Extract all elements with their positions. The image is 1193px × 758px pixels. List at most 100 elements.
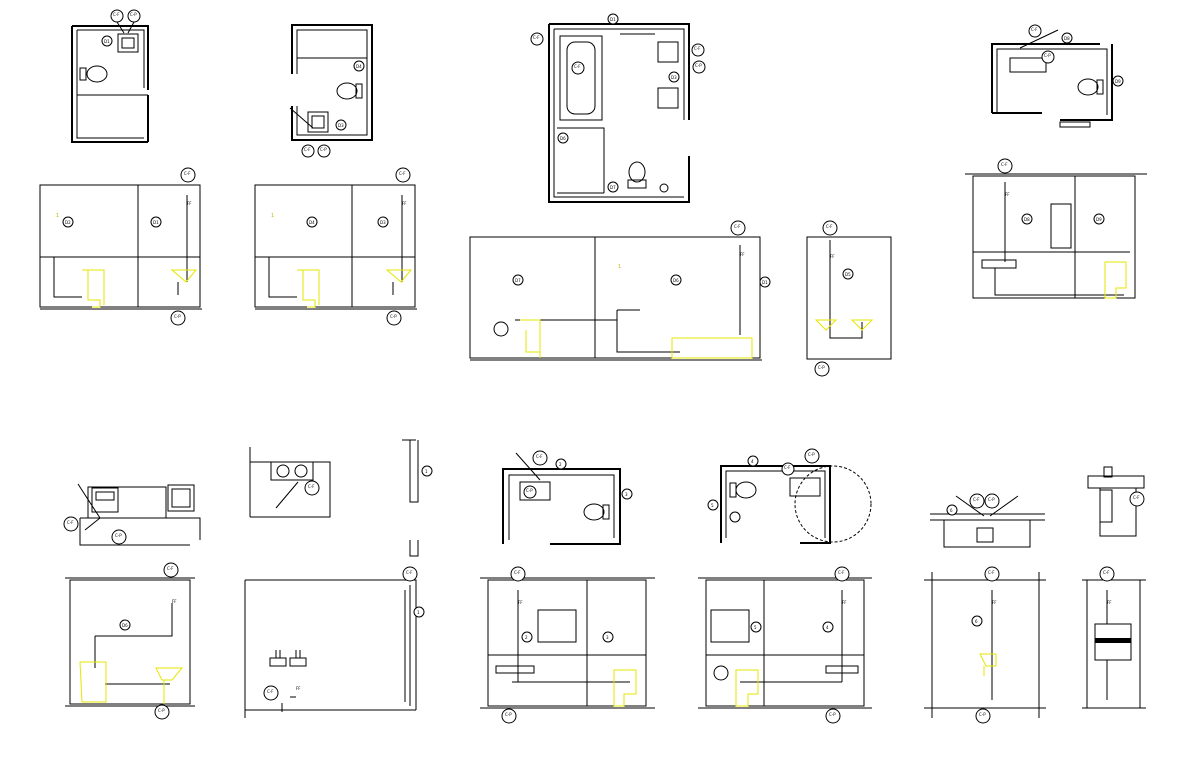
bubble-d1-a: D1 (101, 35, 113, 47)
bubble-label: D6 (560, 136, 566, 141)
bubble-label: C-F (113, 12, 120, 17)
washbasin-icon (307, 111, 329, 133)
bubble-label: C-F (694, 46, 701, 51)
ff-label: FF (1005, 192, 1010, 197)
bubble-label: D6 (673, 278, 679, 283)
bubble-label: 1 (417, 610, 420, 615)
bubble-label: C-P (988, 497, 995, 502)
bubble-label: 3 (606, 635, 609, 640)
bubble-label: C-F (1001, 162, 1008, 167)
bubble-label: C-F (826, 224, 833, 229)
toilet-icon (86, 65, 108, 83)
bubble-label: C-F (1031, 27, 1038, 32)
bubble-double-sink: C-F (304, 480, 320, 496)
elevation-d: FF (806, 236, 892, 360)
plan-wc-f (720, 465, 872, 544)
drain-icon (729, 511, 741, 523)
bubble-label: 6 (975, 619, 978, 624)
ff-label: FF (830, 254, 835, 259)
bubble-label: 2 (525, 635, 528, 640)
bubble-label: C-P (818, 365, 825, 370)
ff-label: FF (402, 201, 407, 206)
ff-label: FF (187, 201, 192, 206)
double-sink-icon (270, 461, 314, 481)
bubble-label: D1 (762, 280, 768, 285)
yellow-note: 1 (271, 213, 274, 219)
toilet-icon (1077, 78, 1099, 96)
bubble-cf-a: C-F C-P (110, 9, 141, 34)
toilet-icon (493, 321, 509, 337)
bubble-label: C-F (167, 566, 174, 571)
bubbles-section-g: 6 C-F C-P (946, 493, 1000, 516)
bubble-label: C-F (184, 171, 191, 176)
bubble-label: D5 (845, 272, 851, 277)
toilet-icon (628, 161, 646, 183)
bubbles-plan-e: C-F C-P 2 3 (523, 450, 633, 500)
drain-icon (659, 183, 669, 193)
bubble-label: C-F (267, 689, 274, 694)
plan-bathroom-b (289, 24, 373, 141)
bubble-label: C-F (514, 570, 521, 575)
bubble-label: C-P (174, 314, 181, 319)
ff-label: FF (842, 600, 847, 605)
toilet-icon (735, 481, 757, 499)
elevation-a: 1 FF (39, 184, 202, 310)
bubble-label: C-P (979, 712, 986, 717)
bubbles-elev-m: C-F 2 3 C-P (501, 566, 614, 724)
bubble-label: D9 (1096, 217, 1102, 222)
toilet-icon (336, 82, 358, 100)
bubble-label: D1 (153, 220, 159, 225)
vanity-icon (495, 665, 535, 674)
plan-bathroom-c (548, 23, 690, 203)
elevation-e: FF (965, 173, 1147, 299)
bubble-label: 3 (625, 492, 628, 497)
bubble-label: D3 (671, 75, 677, 80)
ff-label: FF (172, 599, 177, 604)
section-h: C-F (1087, 466, 1145, 537)
mirror-icon (710, 609, 750, 643)
washbasin-icon (519, 481, 551, 501)
bubbles-plan-d: C-F C-P D8 D9 (1028, 24, 1124, 87)
bubble-label: C-F (399, 171, 406, 176)
bubble-label: C-P (695, 63, 702, 68)
bubble-elev-p: C-F (1099, 566, 1115, 582)
bubble-label: C-P (130, 12, 137, 17)
bubble-label: D8 (1064, 36, 1070, 41)
bubbles-elev-c: D7 D6 D1 C-F (512, 220, 771, 288)
toilet-icon (583, 503, 605, 521)
plan-wc-e (502, 452, 621, 545)
bubble-label: 1 (425, 469, 428, 474)
mirror-icon (1050, 203, 1072, 249)
bubble-label: 5 (754, 625, 757, 630)
bubble-label: C-P (320, 147, 327, 152)
elevation-p: FF (1082, 579, 1146, 709)
detail-callout-circle (794, 465, 872, 543)
bubble-label: D7 (515, 278, 521, 283)
bubble-label: C-P (115, 533, 122, 538)
plan-bathroom-a (71, 25, 149, 143)
stove-icon (167, 484, 195, 512)
bubble-label: C-F (1103, 570, 1110, 575)
bubble-label: C-F (304, 147, 311, 152)
bubbles-elev-n: C-F 5 4 C-P (750, 566, 850, 724)
plan-kitchen-counter (77, 483, 201, 546)
elevation-b: 1 FF (254, 184, 417, 310)
elevation-k: FF (65, 577, 195, 707)
bubble-label: D9 (1115, 79, 1121, 84)
bubbles-elev-e: C-F D8 D9 (997, 158, 1105, 225)
bubbles-plan-b: D4 D3 C-F C-P (301, 60, 365, 158)
bubbles-elev-d: C-F D5 C-P (814, 220, 854, 377)
bubble-label: D1 (104, 39, 110, 44)
bubbles-elev-k: D6 C-F C-P (119, 562, 179, 720)
bubble-label: D4 (356, 64, 362, 69)
bubble-label: D7 (610, 185, 616, 190)
bubble-label: 4 (826, 625, 829, 630)
bubbles-kitchen: C-F C-P (63, 516, 127, 545)
pipe-icon (1099, 489, 1113, 523)
bubble-label: C-F (988, 570, 995, 575)
plan-bathroom-d (991, 29, 1113, 128)
mirror-icon (537, 609, 577, 643)
bubble-label: 6 (950, 508, 953, 513)
bubbles-elev-o: C-F 6 C-P (971, 566, 1000, 724)
